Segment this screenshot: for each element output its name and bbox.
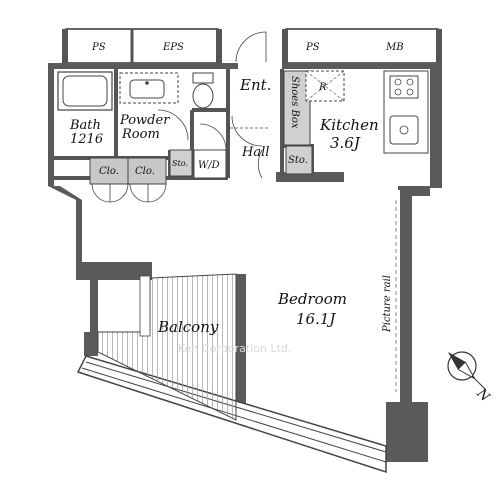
closet-1-label: Clo. <box>99 166 119 177</box>
shaft-block-left <box>62 28 222 64</box>
refrigerator-space <box>305 70 345 102</box>
bathtub <box>57 71 113 111</box>
powder-room-label: Powder <box>119 113 170 128</box>
eps-label: EPS <box>162 42 184 53</box>
kitchen-counter <box>383 70 429 154</box>
powder-room-label-2: Room <box>121 127 160 142</box>
north-label: N <box>473 386 493 406</box>
bedroom-size-label: 16.1J <box>296 310 336 328</box>
ps-left-label: PS <box>91 42 106 53</box>
kitchen-label: Kitchen <box>319 116 379 134</box>
storage-right-label: Sto. <box>288 155 308 166</box>
washer-dryer-label: W/D <box>198 160 220 171</box>
exterior-walls <box>48 63 442 462</box>
north-arrow <box>447 351 487 391</box>
shoes-box-label: Shoes Box <box>289 76 300 129</box>
ps-right-label: PS <box>305 42 320 53</box>
closets <box>89 157 167 203</box>
balcony-label: Balcony <box>157 318 219 336</box>
bath-label: Bath <box>69 118 101 133</box>
vanity-sink <box>119 72 179 104</box>
toilet <box>192 72 214 109</box>
storage-right <box>285 145 313 175</box>
balcony-floor <box>97 273 237 421</box>
shoes-box <box>283 70 311 146</box>
picture-rail-label: Picture rail <box>382 275 393 333</box>
bath-size-label: 1216 <box>70 132 103 147</box>
bedroom-label: Bedroom <box>277 290 347 308</box>
entrance-label: Ent. <box>239 76 271 94</box>
storage-left <box>169 149 193 177</box>
storage-left-label: Sto. <box>172 159 188 168</box>
washer-dryer <box>193 149 227 179</box>
refrigerator-label: R <box>318 82 327 93</box>
closet-2-label: Clo. <box>135 166 155 177</box>
watermark: Ken Corporation Ltd. <box>178 342 291 355</box>
mb-label: MB <box>385 42 404 53</box>
kitchen-size-label: 3.6J <box>330 134 361 152</box>
hall-label: Hall <box>241 145 269 160</box>
door-swings <box>157 31 270 179</box>
